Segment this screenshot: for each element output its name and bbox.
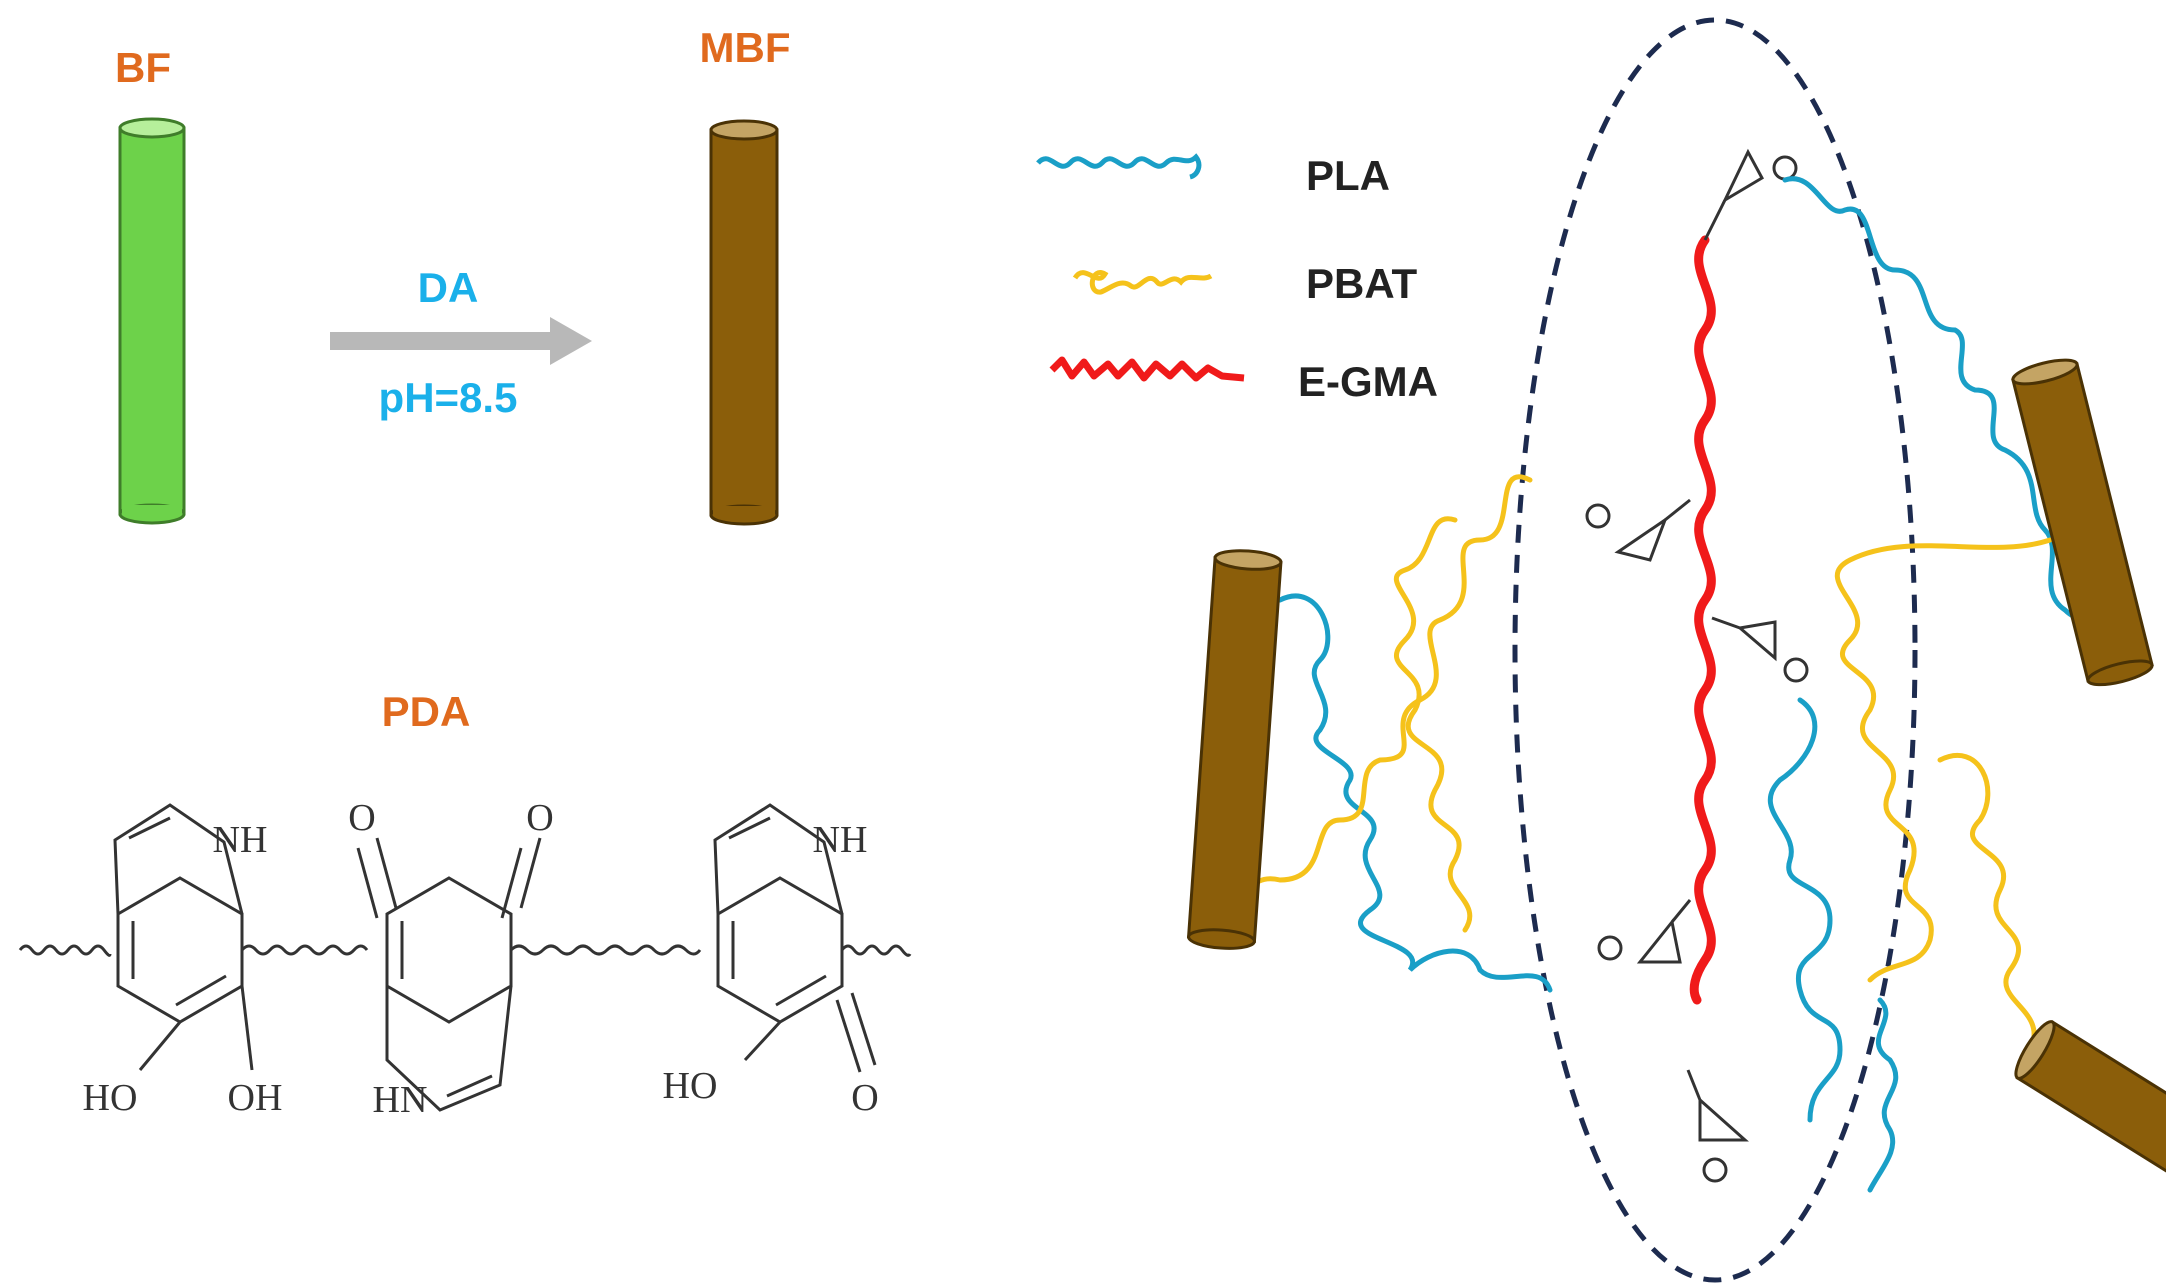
atom-nh-1: NH: [213, 819, 268, 861]
legend-egma-label: E-GMA: [1298, 358, 1438, 405]
legend-pbat-label: PBAT: [1306, 260, 1418, 307]
epoxide-groups: [1585, 148, 1809, 1183]
bf-fiber: [118, 117, 186, 525]
ph-label: pH=8.5: [379, 374, 518, 421]
composite-fiber-right-top: [2011, 358, 2154, 687]
atom-ho-2: HO: [663, 1065, 718, 1107]
atom-ho-1: HO: [83, 1077, 138, 1119]
pbat-chains: [1197, 474, 2093, 1113]
legend-egma-swatch: [1049, 356, 1245, 382]
bf-label: BF: [115, 44, 171, 91]
composite-fiber-right-bottom: [2014, 1019, 2166, 1234]
legend-pbat-swatch: [1072, 270, 1213, 295]
interface-region-ellipse: [1512, 17, 1918, 1283]
atom-nh-2: NH: [813, 819, 868, 861]
mbf-fiber: [709, 119, 779, 526]
pda-label: PDA: [382, 688, 471, 735]
atom-o-1: O: [348, 797, 375, 839]
pla-chains: [1277, 176, 2128, 1193]
reaction-arrow: [330, 317, 592, 365]
atom-o-3: O: [851, 1077, 878, 1119]
legend-pla-swatch: [1036, 153, 1202, 180]
atom-oh-1: OH: [228, 1077, 283, 1119]
pda-structure: [18, 803, 912, 1112]
atom-hn: HN: [373, 1079, 428, 1121]
egma-chain: [1689, 235, 1716, 1005]
atom-o-2: O: [526, 797, 553, 839]
mbf-label: MBF: [700, 24, 791, 71]
composite-fiber-left: [1186, 549, 1283, 950]
legend: PLA PBAT E-GMA: [1036, 152, 1438, 405]
da-label: DA: [418, 264, 479, 311]
legend-pla-label: PLA: [1306, 152, 1390, 199]
